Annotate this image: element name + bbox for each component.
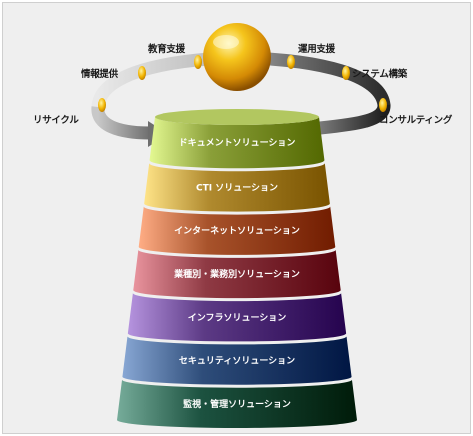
layer-band	[117, 379, 357, 428]
label-recycle: リサイクル	[33, 115, 79, 126]
label-education: 教育支援	[148, 44, 185, 55]
label-info-provision: 情報提供	[81, 69, 118, 80]
bead-system	[342, 66, 350, 80]
label-system-build: システム構築	[352, 69, 407, 80]
ring-front-left	[91, 106, 151, 140]
layer-label: 監視・管理ソリューション	[183, 398, 291, 410]
core-sphere	[203, 23, 271, 91]
layer-band	[133, 249, 341, 299]
layer-label: 業種別・業務別ソリューション	[173, 268, 300, 280]
label-consulting: コンサルティング	[379, 115, 453, 126]
bead-info	[138, 66, 146, 80]
layer-label: インターネットソリューション	[174, 225, 300, 237]
bead-consulting	[379, 98, 387, 112]
bead-education	[194, 55, 202, 69]
layer-band	[122, 336, 352, 385]
ring-front-right	[319, 104, 391, 135]
layer-top-face	[155, 109, 319, 125]
sphere-highlight	[213, 35, 239, 49]
bead-operations	[287, 55, 295, 69]
layer-label: セキュリティソリューション	[179, 356, 295, 367]
layer-band	[127, 293, 347, 342]
bead-recycle	[98, 98, 106, 112]
layer-label: インフラソリューション	[188, 312, 287, 323]
layer-band	[149, 117, 325, 169]
layer-band	[138, 206, 336, 255]
label-operations: 運用支援	[298, 44, 335, 55]
layer-band	[144, 163, 330, 212]
layer-label: CTI ソリューション	[196, 182, 278, 193]
layer-label: ドキュメントソリューション	[179, 138, 296, 149]
